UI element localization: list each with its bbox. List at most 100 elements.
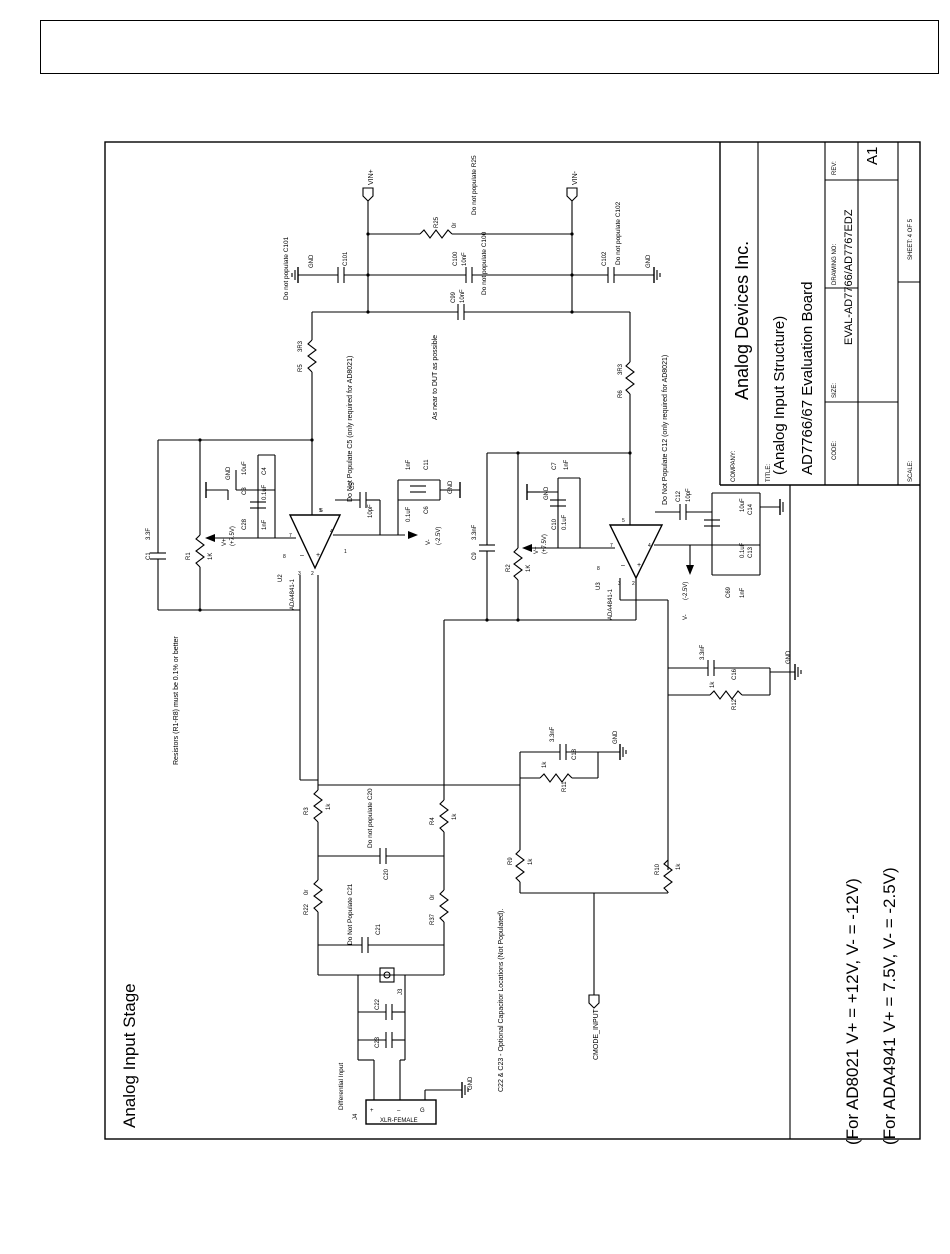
c16-label: C16: [732, 668, 738, 680]
c9-label: C9: [472, 552, 478, 560]
c14-label: C14: [748, 503, 754, 515]
c-0p1uf-u2: 0.1uF: [262, 484, 268, 500]
c13-label: C13: [748, 546, 754, 558]
j4-pin-g: G: [420, 1108, 425, 1114]
section-title: Analog Input Stage: [120, 983, 139, 1128]
company-label: COMPANY:: [731, 450, 737, 482]
u2-pin8: 8: [283, 554, 286, 560]
vminus-value-u2: (-2.5V): [436, 527, 442, 545]
c12-label: C12: [676, 490, 682, 502]
vin-plus-port: [362, 187, 374, 202]
vplus-arrow-u3: [522, 544, 532, 552]
supply-note-ad8021: (For AD8021 V+ = +12V, V- = -12V): [843, 878, 862, 1145]
title-block: Analog Devices Inc. (Analog Input Struct…: [719, 142, 920, 1139]
r1-resistor: [195, 534, 205, 568]
r4-label: R4: [430, 817, 436, 825]
vminus-label-u2: V-: [426, 539, 432, 545]
u3-pin2: 2: [632, 581, 635, 587]
c69-value: 1nF: [740, 587, 746, 598]
j4-pin-minus: –: [397, 1108, 401, 1114]
u2-label: U2: [278, 574, 284, 582]
u2-plus-sign: +: [316, 552, 320, 559]
r37-label: R37: [430, 913, 436, 925]
gnd-label-c101: GND: [309, 254, 315, 268]
u3-plus-sign: +: [637, 562, 641, 569]
drawing-border: [104, 141, 921, 1140]
u2-pin2: 2: [311, 571, 314, 577]
size-label: SIZE:: [832, 383, 838, 398]
resistor-note: Resistors (R1-R8) must be 0.1% or better: [173, 636, 180, 765]
c100-value: 10nF: [462, 252, 468, 266]
c6-label: C6: [424, 506, 430, 514]
c101-label: C101: [343, 251, 349, 266]
title-label: TITLE:: [766, 464, 772, 482]
c11-value: 1nF: [406, 459, 412, 470]
c11-label: C11: [424, 459, 430, 470]
vplus-value-u3: (+7.5V): [542, 534, 548, 554]
r12-resistor: [709, 690, 743, 700]
c9-value: 3.3nF: [472, 524, 478, 540]
j4-xlr-connector: [365, 1099, 437, 1125]
r2-resistor: [513, 547, 523, 581]
r4-resistor: [439, 799, 449, 833]
c18-label: C18: [572, 748, 578, 760]
r22-resistor: [313, 879, 323, 913]
revision: A1: [864, 147, 881, 165]
r3-label: R3: [304, 807, 310, 815]
u3-pin5: 5: [622, 518, 625, 524]
vplus-label-u2: V+: [222, 538, 228, 546]
r11-value: 1k: [542, 761, 548, 768]
r6-value: 3R3: [618, 363, 624, 375]
u3-pin7: 7: [610, 543, 613, 549]
output-network: VIN+ VIN- R25 0r C100 10nF C99 10nF C101: [291, 169, 661, 518]
c4-label: C4: [262, 467, 268, 475]
r22-label: R22: [304, 903, 310, 915]
cmode-input-label: CMODE_INPUT: [593, 1008, 600, 1060]
c28-value: 1nF: [262, 519, 268, 530]
vminus-value-u3: (-2.5V): [683, 582, 689, 600]
vplus-value-u2: (+7.5V): [230, 526, 236, 546]
c10-value: 0.1uF: [562, 514, 568, 530]
gnd-label-c18: GND: [613, 730, 619, 744]
c18-value: 3.3nF: [550, 726, 556, 742]
vminus-arrow-u2: [408, 531, 418, 539]
r12-value: 1k: [710, 681, 716, 688]
c14-value: 10uF: [740, 498, 746, 512]
u2-minus-sign: –: [300, 552, 304, 559]
c99-value: 10nF: [460, 289, 466, 303]
r37-resistor: [439, 889, 449, 923]
r25-resistor: [419, 229, 453, 239]
input-network: GND 3.3nF C16 1k R12 GND 3.3nF C18 1k R1…: [299, 485, 802, 1125]
r3-resistor: [313, 789, 323, 823]
gnd-label-c102: GND: [646, 254, 652, 268]
c21-note: Do Not Populate C21: [347, 883, 354, 945]
r22-value: 0r: [304, 890, 310, 895]
u2-pin1: 1: [344, 549, 347, 555]
r9-value: 1k: [528, 858, 534, 865]
c3-label: C3: [242, 487, 248, 495]
r6-label: R6: [618, 390, 624, 398]
r37-value: 0r: [430, 895, 436, 900]
gnd-label-c6: GND: [448, 480, 454, 494]
gnd-label-u2: GND: [226, 466, 232, 480]
r5-value: 3R3: [298, 340, 304, 352]
c12-note: Do Not Populate C12 (only required for A…: [662, 355, 669, 505]
c1-label: C1: [146, 552, 152, 560]
c69-label: C69: [726, 586, 732, 598]
c12-value: 10pF: [686, 488, 692, 502]
c22-note: C22 & C23 - Optional Capacitor Locations…: [498, 909, 505, 1092]
c100-note: Do not populate C100: [481, 231, 488, 295]
near-dut-note: As near to DUT as possible: [432, 335, 439, 420]
vminus-arrow-u3: [686, 565, 694, 575]
j3-connector: [379, 967, 395, 983]
scale-label: SCALE:: [908, 460, 914, 482]
r1-value: 1K: [208, 553, 214, 560]
supply-note-ada4941: (For ADA4941 V+ = 7.5V, V- = -2.5V): [880, 867, 899, 1145]
c7-value: 1nF: [564, 459, 570, 470]
c6-value: 0.1uF: [406, 506, 412, 522]
u2-pin4: 4: [330, 529, 333, 535]
r3-value: 1k: [326, 803, 332, 810]
vin-minus-label: VIN-: [572, 170, 579, 185]
u3-label: U3: [596, 582, 602, 590]
